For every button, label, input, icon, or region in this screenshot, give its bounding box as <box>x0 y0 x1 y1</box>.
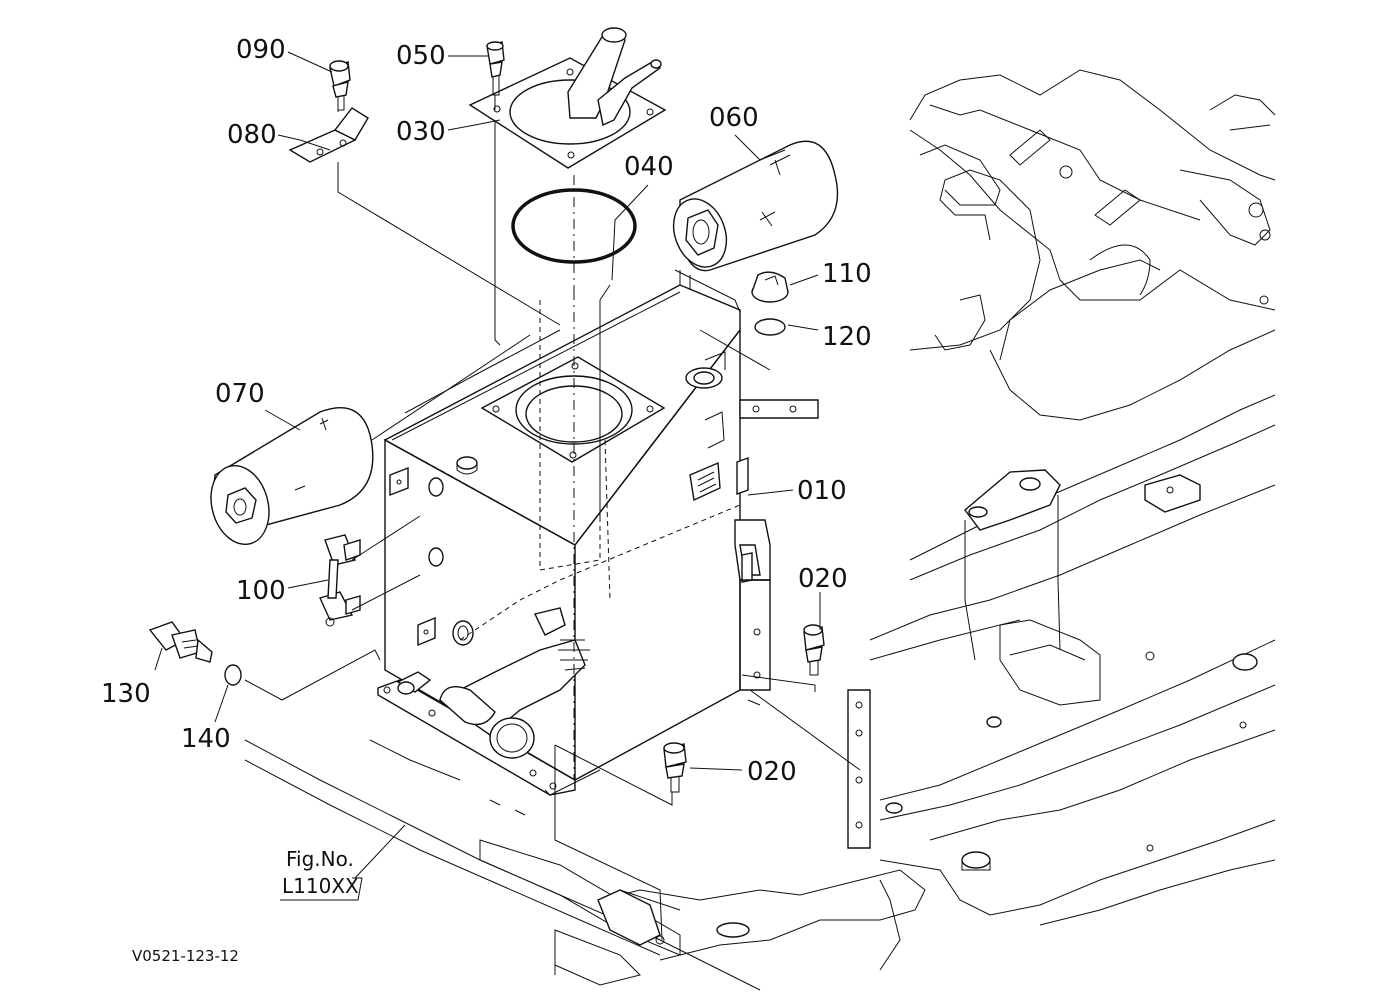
part-callouts: 090 050 080 030 060 040 110 120 070 010 … <box>101 35 872 787</box>
part-030-flange-cover <box>468 27 667 169</box>
callout-040: 040 <box>624 152 674 182</box>
callout-020-right: 020 <box>798 564 848 594</box>
hydraulic-tank <box>377 269 819 796</box>
part-020-bolt-right <box>803 624 825 676</box>
callout-120: 120 <box>822 322 872 352</box>
part-130-sensor <box>148 621 213 663</box>
part-080-bracket <box>288 107 369 163</box>
part-090-bolt <box>329 60 351 111</box>
lower-brackets <box>554 689 871 975</box>
callout-090: 090 <box>236 35 286 65</box>
part-140-o-ring <box>224 664 242 686</box>
callout-100: 100 <box>236 576 286 606</box>
callout-050: 050 <box>396 41 446 71</box>
callout-140: 140 <box>181 724 231 754</box>
leader-lines <box>154 51 821 879</box>
callout-030: 030 <box>396 117 446 147</box>
background-frame <box>244 69 1276 991</box>
callout-060: 060 <box>709 103 759 133</box>
part-120-o-ring <box>754 318 786 336</box>
callout-080: 080 <box>227 120 277 150</box>
fig-no-label: Fig.No. <box>286 847 354 871</box>
callout-130: 130 <box>101 679 151 709</box>
callout-110: 110 <box>822 259 872 289</box>
callout-020-lower: 020 <box>747 757 797 787</box>
part-020-bolt-lower <box>663 742 687 793</box>
callout-010: 010 <box>797 476 847 506</box>
part-110-cap <box>751 271 789 303</box>
figure-label: Fig.No. L110XX V0521-123-12 <box>132 847 363 965</box>
drawing-code: V0521-123-12 <box>132 947 239 965</box>
part-100-level-gauge <box>319 534 361 627</box>
part-050-bolt <box>486 41 505 96</box>
part-060-filter <box>672 140 839 272</box>
part-070-filter <box>210 407 374 546</box>
fig-number: L110XX <box>282 874 359 898</box>
callout-070: 070 <box>215 379 265 409</box>
assembly-lines <box>244 95 861 941</box>
